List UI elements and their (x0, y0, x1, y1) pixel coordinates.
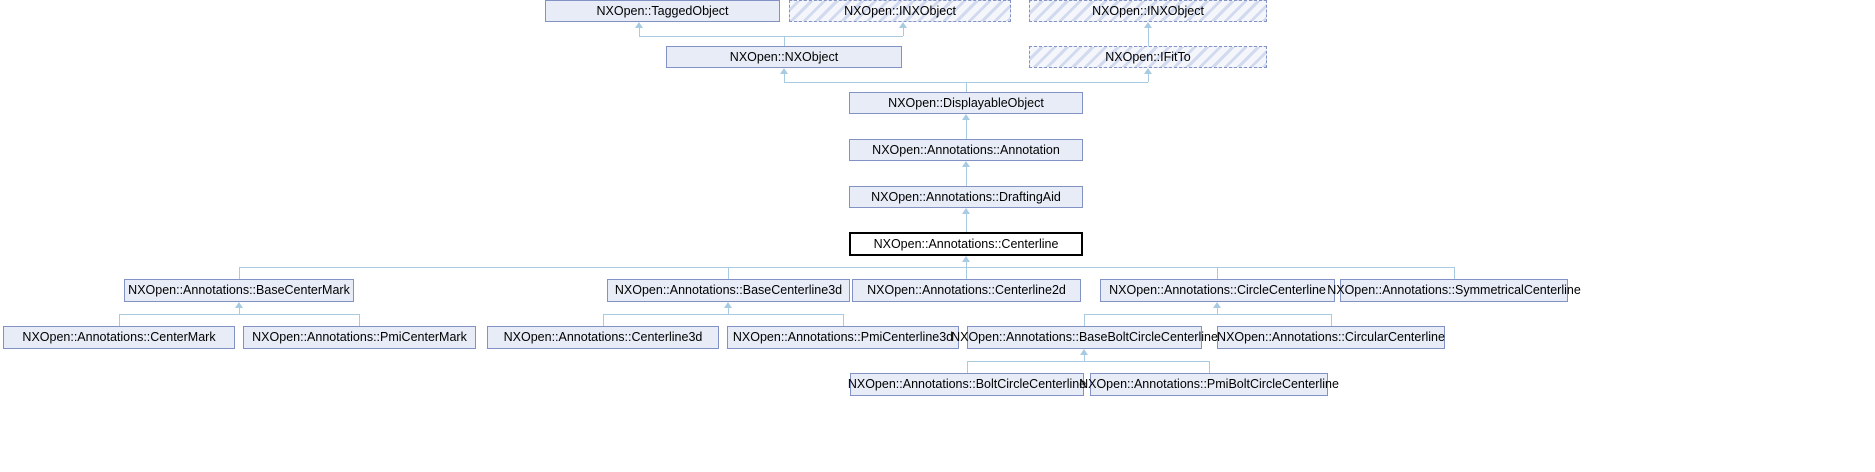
edge-segment-vertical (1331, 314, 1332, 326)
inheritance-arrowhead-icon (635, 22, 643, 28)
class-node-annotation[interactable]: NXOpen::Annotations::Annotation (849, 139, 1083, 161)
edge-segment-vertical (1084, 314, 1085, 326)
inheritance-arrowhead-icon (1213, 302, 1221, 308)
class-node-label: NXOpen::DisplayableObject (888, 95, 1044, 110)
edge-segment-horizontal (239, 267, 1454, 268)
class-node-pmiboltcirclecenterline[interactable]: NXOpen::Annotations::PmiBoltCircleCenter… (1079, 373, 1339, 396)
inheritance-arrowhead-icon (724, 302, 732, 308)
class-node-draftingaid[interactable]: NXOpen::Annotations::DraftingAid (849, 186, 1083, 208)
class-node-basecenterline3d[interactable]: NXOpen::Annotations::BaseCenterline3d (607, 279, 850, 302)
inheritance-arrowhead-icon (962, 256, 970, 262)
class-node-label: NXOpen::Annotations::BaseCenterMark (128, 283, 350, 298)
class-node-label: NXOpen::Annotations::SymmetricalCenterli… (1327, 283, 1581, 298)
class-node-centerline: NXOpen::Annotations::Centerline (849, 232, 1083, 256)
edge-segment-vertical (966, 213, 967, 232)
edge-segment-vertical (728, 307, 729, 314)
inheritance-arrowhead-icon (780, 68, 788, 74)
class-node-label: NXOpen::Annotations::PmiCenterMark (252, 330, 467, 345)
class-node-taggedobject[interactable]: NXOpen::TaggedObject (545, 0, 780, 22)
class-node-label: NXOpen::TaggedObject (596, 3, 729, 18)
class-node-nxobject[interactable]: NXOpen::NXObject (666, 46, 902, 68)
edge-segment-horizontal (967, 361, 1209, 362)
edge-segment-horizontal (639, 36, 903, 37)
class-node-label: NXOpen::Annotations::Centerline3d (503, 330, 703, 345)
edge-segment-horizontal (119, 314, 359, 315)
class-node-ifitto[interactable]: NXOpen::IFitTo (1029, 46, 1267, 68)
edge-segment-vertical (1148, 73, 1149, 82)
edge-segment-vertical (784, 73, 785, 82)
class-node-inxobject-b[interactable]: NXOpen::INXObject (1029, 0, 1267, 22)
class-node-basecentermark[interactable]: NXOpen::Annotations::BaseCenterMark (124, 279, 354, 302)
class-node-label: NXOpen::Annotations::BoltCircleCenterlin… (847, 377, 1087, 392)
inheritance-arrowhead-icon (962, 208, 970, 214)
class-node-label: NXOpen::Annotations::PmiCenterline3d (732, 330, 954, 345)
class-node-centerline2d[interactable]: NXOpen::Annotations::Centerline2d (852, 279, 1081, 302)
class-node-label: NXOpen::Annotations::PmiBoltCircleCenter… (1079, 377, 1339, 392)
edge-segment-vertical (1217, 267, 1218, 279)
inheritance-arrowhead-icon (962, 114, 970, 120)
class-node-label: NXOpen::Annotations::BaseBoltCircleCente… (951, 330, 1218, 345)
class-node-centermark[interactable]: NXOpen::Annotations::CenterMark (3, 326, 235, 349)
class-node-circlecenterline[interactable]: NXOpen::Annotations::CircleCenterline (1100, 279, 1335, 302)
inheritance-arrowhead-icon (899, 22, 907, 28)
inheritance-arrowhead-icon (235, 302, 243, 308)
edge-segment-vertical (966, 261, 967, 267)
class-node-label: NXOpen::Annotations::CircleCenterline (1109, 283, 1326, 298)
edge-segment-vertical (843, 314, 844, 326)
class-node-pmicenterline3d[interactable]: NXOpen::Annotations::PmiCenterline3d (727, 326, 959, 349)
class-node-label: NXOpen::NXObject (729, 49, 839, 64)
class-node-baseboltcirclecenterline[interactable]: NXOpen::Annotations::BaseBoltCircleCente… (951, 326, 1218, 349)
inheritance-arrowhead-icon (1144, 68, 1152, 74)
edge-segment-horizontal (603, 314, 843, 315)
class-node-pmicentermark[interactable]: NXOpen::Annotations::PmiCenterMark (243, 326, 476, 349)
edge-segment-vertical (966, 119, 967, 139)
class-node-label: NXOpen::Annotations::Centerline2d (867, 283, 1066, 298)
class-node-centerline3d[interactable]: NXOpen::Annotations::Centerline3d (487, 326, 719, 349)
edge-segment-vertical (239, 307, 240, 314)
class-node-displayableobject[interactable]: NXOpen::DisplayableObject (849, 92, 1083, 114)
class-node-label: NXOpen::Annotations::Centerline (873, 236, 1059, 251)
class-node-label: NXOpen::Annotations::DraftingAid (871, 189, 1061, 204)
class-node-symmetricalcenterline[interactable]: NXOpen::Annotations::SymmetricalCenterli… (1327, 279, 1581, 302)
edge-segment-horizontal (1084, 314, 1331, 315)
edge-segment-vertical (966, 267, 967, 279)
class-node-circularcenterline[interactable]: NXOpen::Annotations::CircularCenterline (1217, 326, 1445, 349)
class-node-label: NXOpen::Annotations::CenterMark (22, 330, 216, 345)
edge-segment-vertical (1148, 27, 1149, 46)
class-node-label: NXOpen::Annotations::Annotation (872, 142, 1060, 157)
inheritance-arrowhead-icon (1144, 22, 1152, 28)
edge-segment-vertical (903, 27, 904, 36)
edge-segment-vertical (728, 267, 729, 279)
edge-segment-vertical (1217, 307, 1218, 314)
edge-segment-vertical (639, 27, 640, 36)
edge-segment-vertical (359, 314, 360, 326)
edge-segment-vertical (603, 314, 604, 326)
edge-segment-vertical (1209, 361, 1210, 373)
inheritance-arrowhead-icon (1080, 349, 1088, 355)
edge-segment-vertical (1084, 354, 1085, 361)
edge-segment-vertical (966, 82, 967, 92)
class-node-boltcirclecenterline[interactable]: NXOpen::Annotations::BoltCircleCenterlin… (848, 373, 1086, 396)
class-node-label: NXOpen::INXObject (1092, 3, 1204, 18)
class-node-label: NXOpen::INXObject (844, 3, 956, 18)
edge-segment-vertical (966, 166, 967, 186)
class-node-label: NXOpen::IFitTo (1105, 49, 1191, 64)
edge-segment-vertical (1454, 267, 1455, 279)
class-node-label: NXOpen::Annotations::CircularCenterline (1217, 330, 1445, 345)
edge-segment-vertical (119, 314, 120, 326)
edge-segment-vertical (239, 267, 240, 279)
class-node-inxobject-a[interactable]: NXOpen::INXObject (789, 0, 1011, 22)
edge-segment-vertical (967, 361, 968, 373)
edge-segment-vertical (784, 36, 785, 46)
inheritance-arrowhead-icon (962, 161, 970, 167)
class-node-label: NXOpen::Annotations::BaseCenterline3d (614, 283, 843, 298)
